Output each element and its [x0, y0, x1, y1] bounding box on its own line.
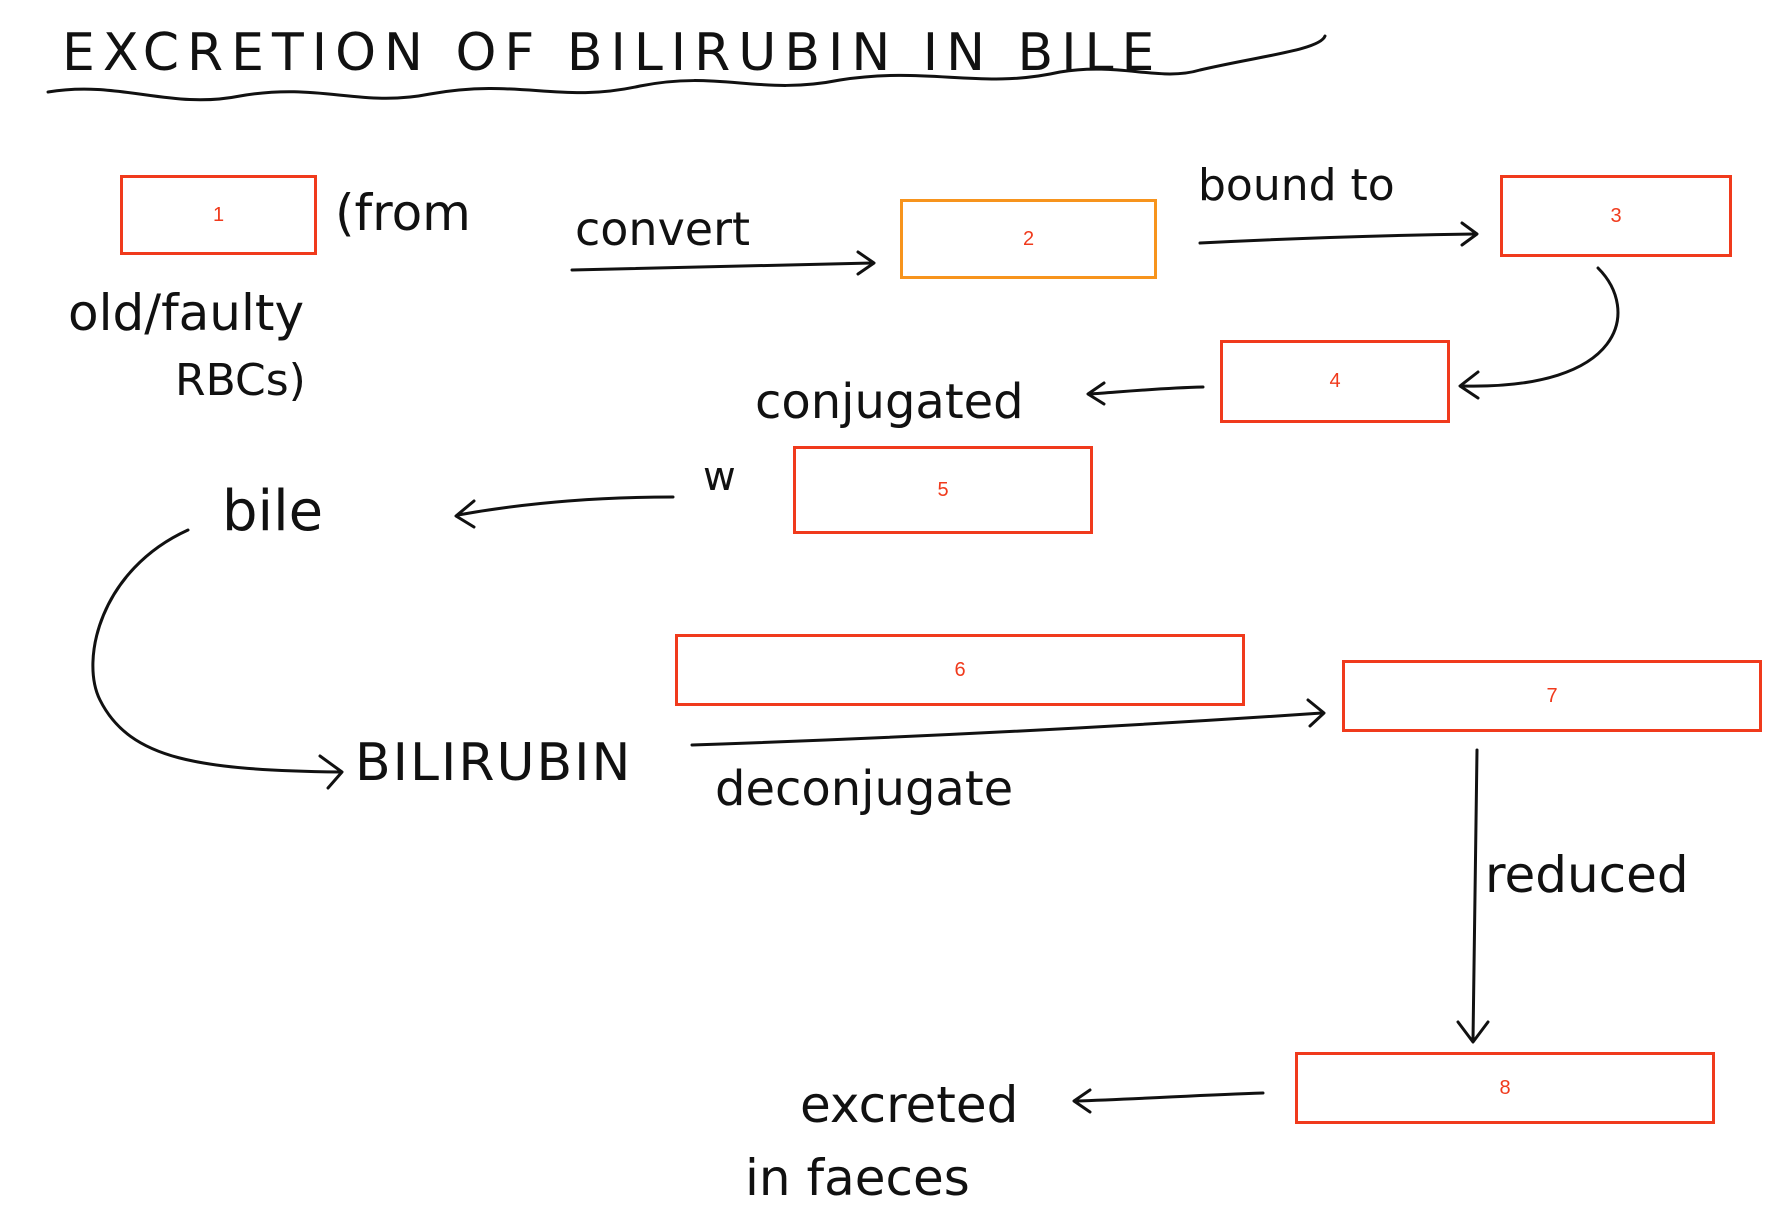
answer-box-2-number: 2 [1022, 227, 1035, 250]
answer-box-2[interactable]: 2 [900, 199, 1157, 279]
label-from: (from [335, 184, 471, 242]
label-w: w [703, 454, 736, 500]
answer-box-8-number: 8 [1499, 1076, 1511, 1099]
label-bilirubin: BILIRUBIN [355, 733, 632, 793]
arrow-reduced [1471, 748, 1479, 1042]
arrow-to-bile [456, 495, 675, 517]
answer-box-3-number: 3 [1610, 204, 1622, 227]
diagram-title: EXCRETION OF BILIRUBIN IN BILE [62, 23, 1162, 83]
label-excreted: excreted [800, 1076, 1018, 1134]
arrow-to-bile-head [454, 499, 476, 529]
label-old-faulty: old/faulty [68, 284, 304, 342]
arrow-conjugated [1088, 385, 1205, 396]
label-convert: convert [575, 202, 750, 256]
answer-box-4[interactable]: 4 [1220, 340, 1450, 423]
arrow-curve-bile-to-bilirubin-head [318, 754, 344, 790]
answer-box-7-number: 7 [1546, 684, 1558, 707]
arrow-convert [570, 261, 874, 272]
label-deconjugate: deconjugate [715, 761, 1013, 817]
arrow-bound-to [1198, 232, 1477, 245]
answer-box-1-number: 1 [212, 203, 225, 226]
arrow-deconjugate-head [1306, 698, 1326, 728]
answer-box-8[interactable]: 8 [1295, 1052, 1715, 1124]
answer-box-6-number: 6 [954, 658, 966, 681]
label-bound-to: bound to [1198, 160, 1395, 211]
label-in-faeces: in faeces [745, 1149, 970, 1207]
arrow-conjugated-head [1086, 381, 1106, 406]
answer-box-1[interactable]: 1 [120, 175, 317, 255]
label-rbcs: RBCs) [175, 355, 306, 406]
answer-box-4-number: 4 [1329, 370, 1341, 392]
arrow-curve-3-to-4 [1460, 266, 1620, 388]
answer-box-7[interactable]: 7 [1342, 660, 1762, 732]
label-conjugated: conjugated [755, 374, 1024, 430]
answer-box-5-number: 5 [937, 478, 949, 501]
arrow-curve-bile-to-bilirubin [91, 528, 342, 774]
title-underline [46, 34, 1327, 102]
arrow-deconjugate [690, 711, 1324, 747]
arrow-reduced-head [1456, 1020, 1490, 1044]
arrow-excreted [1073, 1091, 1265, 1103]
arrow-bound-to-head [1460, 221, 1479, 247]
answer-box-3[interactable]: 3 [1500, 175, 1732, 257]
answer-box-6[interactable]: 6 [675, 634, 1245, 706]
arrow-curve-3-to-4-head [1458, 370, 1480, 400]
answer-box-5[interactable]: 5 [793, 446, 1093, 534]
arrow-convert-head [856, 250, 876, 276]
label-bile: bile [222, 479, 323, 544]
arrow-excreted-head [1072, 1088, 1092, 1114]
label-reduced: reduced [1485, 846, 1689, 904]
